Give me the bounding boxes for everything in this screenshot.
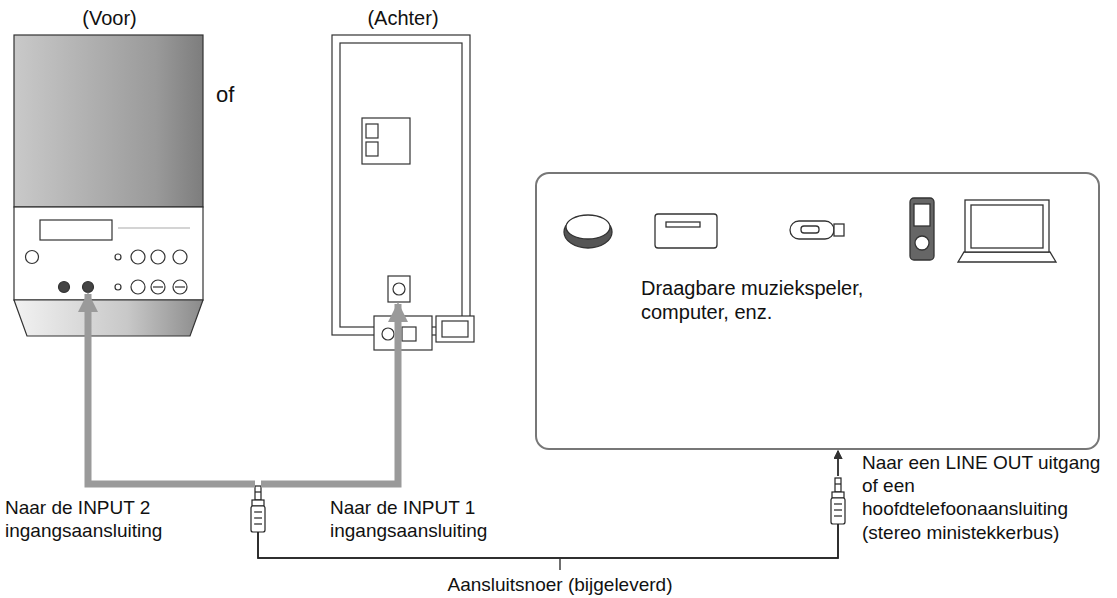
- device-caption: Draagbare muziekspeler, computer, enz.: [641, 276, 896, 324]
- front-speaker-unit: (Voor): [12, 4, 215, 339]
- back-speaker: [332, 35, 474, 350]
- back-speaker-unit: (Achter): [328, 4, 486, 349]
- or-text: of: [216, 82, 256, 109]
- leader-line: [559, 559, 560, 570]
- device-box: Draagbare muziekspeler, computer, enz.: [535, 172, 1100, 450]
- stereo-mini-plug: [251, 486, 265, 532]
- connection-cable: [258, 304, 838, 558]
- view-heading: (Voor): [12, 6, 207, 30]
- view-heading: (Achter): [328, 6, 478, 30]
- device-icons: [564, 198, 1056, 262]
- grey-arrow: [261, 304, 398, 484]
- thin-arrow: [837, 451, 839, 476]
- input-1-label: Naar de INPUT 1 ingangsaansluiting: [330, 496, 525, 542]
- stereo-mini-plug: [831, 478, 845, 524]
- connection-cable: [88, 294, 838, 558]
- line-out-label: Naar een LINE OUT uitgang of een hoofdte…: [862, 451, 1102, 544]
- input-2-label: Naar de INPUT 2 ingangsaansluiting: [5, 496, 200, 542]
- cable-label: Aansluitsnoer (bijgeleverd): [415, 573, 705, 596]
- front-speaker: [14, 35, 203, 336]
- thin-arrow: [837, 451, 839, 476]
- grey-arrow: [88, 294, 255, 484]
